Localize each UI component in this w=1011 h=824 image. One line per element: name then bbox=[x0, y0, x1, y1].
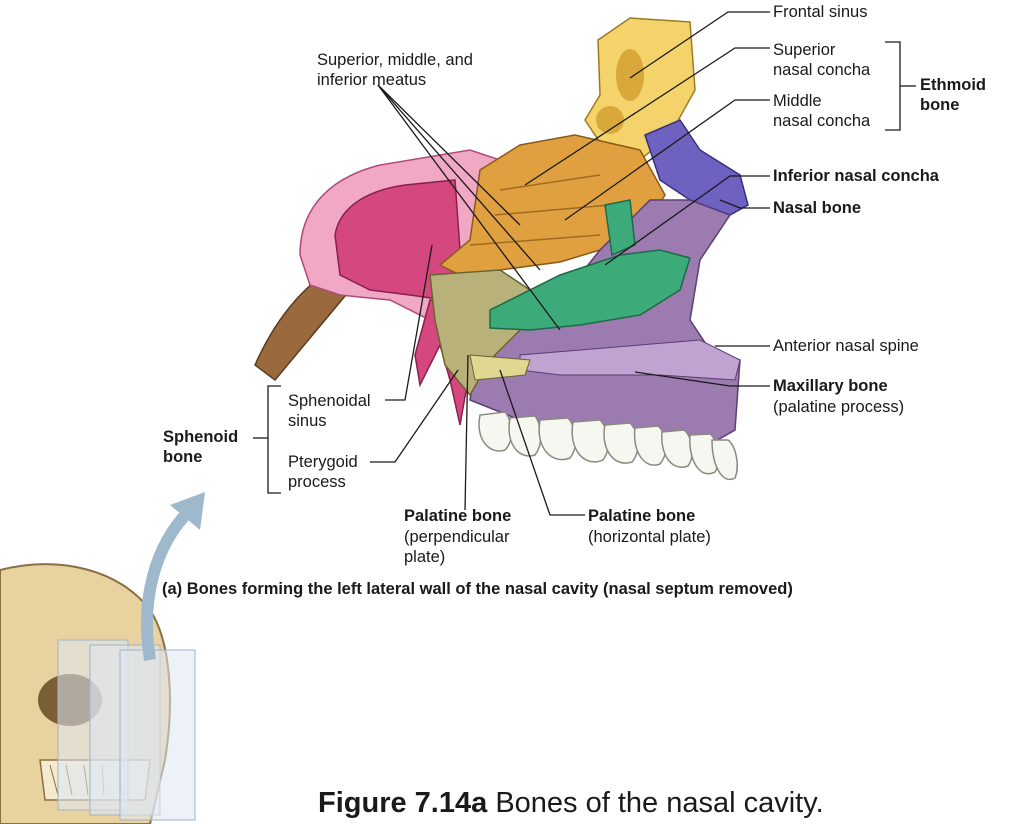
label-nasal-bone: Nasal bone bbox=[773, 199, 862, 217]
label-palatine-horizontal-sub: (horizontal plate) bbox=[588, 528, 711, 546]
ethmoid-bone bbox=[438, 134, 666, 276]
leader-lines bbox=[253, 11, 916, 516]
palatine-horizontal bbox=[469, 354, 531, 381]
diagram-caption: (a) Bones forming the left lateral wall … bbox=[162, 580, 793, 598]
sphenoid-sinus bbox=[334, 179, 461, 301]
figure-text: Bones of the nasal cavity. bbox=[495, 787, 824, 819]
label-sphenoid-bone: Sphenoid bone bbox=[163, 428, 239, 466]
figure-number: Figure 7.14a bbox=[318, 787, 488, 819]
pointer-arrowhead bbox=[170, 492, 205, 530]
label-middle-concha: Middle nasal concha bbox=[773, 92, 871, 130]
pointer-arrow bbox=[141, 505, 195, 661]
label-sphenoidal-sinus: Sphenoidal sinus bbox=[288, 392, 371, 430]
label-superior-concha: Superior nasal concha bbox=[773, 41, 871, 79]
label-frontal-sinus: Frontal sinus bbox=[773, 3, 868, 21]
teeth bbox=[478, 411, 738, 481]
label-maxillary-bone: Maxillary bone bbox=[773, 377, 888, 395]
label-maxillary-sub: (palatine process) bbox=[773, 398, 905, 416]
label-anterior-nasal-spine: Anterior nasal spine bbox=[773, 337, 919, 355]
skull-thumbnail bbox=[0, 563, 196, 824]
label-ethmoid-bone: Ethmoid bone bbox=[920, 76, 986, 114]
label-palatine-perpendicular: Palatine bone bbox=[404, 507, 512, 525]
figure-title: Figure 7.14a Bones of the nasal cavity. bbox=[318, 786, 824, 820]
label-palatine-perpendicular-sub: (perpendicular plate) bbox=[404, 528, 510, 566]
label-palatine-horizontal: Palatine bone bbox=[588, 507, 696, 525]
nasal-bone-shape bbox=[644, 119, 749, 216]
inferior-concha-shape bbox=[489, 249, 691, 331]
label-meatus: Superior, middle, and inferior meatus bbox=[317, 51, 473, 89]
label-inferior-concha: Inferior nasal concha bbox=[773, 167, 939, 185]
label-pterygoid-process: Pterygoid process bbox=[288, 453, 358, 491]
